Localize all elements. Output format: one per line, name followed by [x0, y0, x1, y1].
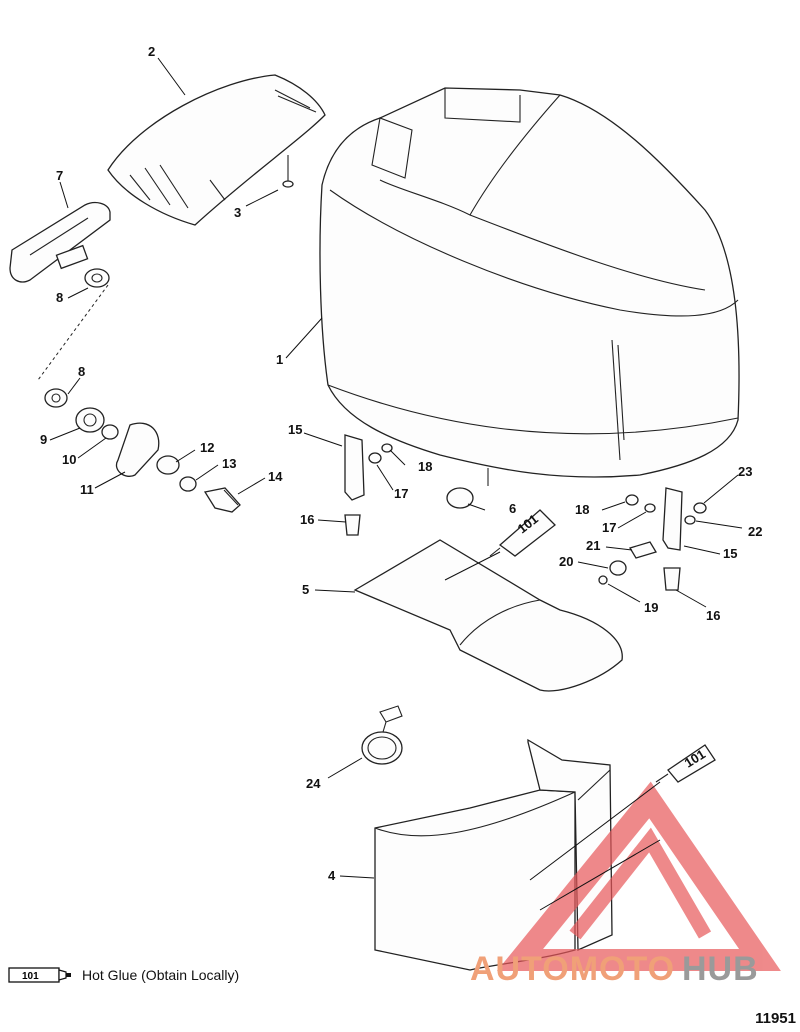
watermark-triangle [496, 781, 781, 971]
callout-1: 1 [276, 352, 283, 367]
callout-18a: 18 [418, 459, 432, 474]
part-latch-hardware [75, 407, 241, 513]
callout-2: 2 [148, 44, 155, 59]
part-hose-clamp [361, 705, 403, 765]
callout-19: 19 [644, 600, 658, 615]
part-left-bracket [344, 434, 393, 536]
callout-16b: 16 [706, 608, 720, 623]
diagram-number: 11951 [755, 1010, 796, 1027]
legend: 101 Hot Glue (Obtain Locally) [8, 962, 239, 988]
legend-text: Hot Glue (Obtain Locally) [82, 967, 240, 983]
callout-20: 20 [559, 554, 573, 569]
callout-14: 14 [268, 469, 283, 484]
watermark-text-hub: HUB [682, 950, 759, 988]
leader-lines [49, 57, 743, 911]
callout-21: 21 [586, 538, 600, 553]
callout-17a: 17 [394, 486, 408, 501]
callout-6: 6 [509, 501, 516, 516]
part-lower-panel [374, 738, 613, 971]
callout-8a: 8 [56, 290, 63, 305]
callout-15a: 15 [288, 422, 302, 437]
callout-9: 9 [40, 432, 47, 447]
part-top-cowl [319, 87, 740, 478]
callout-7: 7 [56, 168, 63, 183]
part-grommet [37, 268, 110, 408]
callout-24: 24 [306, 776, 321, 791]
callout-12: 12 [200, 440, 214, 455]
callout-22: 22 [748, 524, 762, 539]
part-screw [282, 155, 294, 188]
callout-8b: 8 [78, 364, 85, 379]
callout-4: 4 [328, 868, 336, 883]
callout-3: 3 [234, 205, 241, 220]
part-plug [446, 487, 474, 509]
part-rear-cover [107, 74, 326, 226]
watermark-logo [496, 781, 781, 971]
callout-17b: 17 [602, 520, 616, 535]
callout-23: 23 [738, 464, 752, 479]
callout-16a: 16 [300, 512, 314, 527]
watermark-text-auto: AUTOMOTO [470, 950, 675, 988]
glue-tube-upper: 101 [489, 509, 556, 557]
part-right-bracket [598, 487, 707, 591]
part-handle [9, 201, 111, 283]
callout-numbers: 1 2 3 4 5 6 7 8 8 9 10 11 12 13 14 15 15… [40, 44, 762, 883]
callout-10: 10 [62, 452, 76, 467]
part-insulation-sheet [353, 539, 623, 692]
callout-13: 13 [222, 456, 236, 471]
legend-tube-label: 101 [22, 971, 39, 982]
glue-tube-lower: 101 [655, 744, 716, 783]
callout-11: 11 [80, 482, 94, 497]
callout-18b: 18 [575, 502, 589, 517]
glue-tube-icon: 101 [8, 967, 71, 983]
callout-5: 5 [302, 582, 309, 597]
callout-15b: 15 [723, 546, 737, 561]
